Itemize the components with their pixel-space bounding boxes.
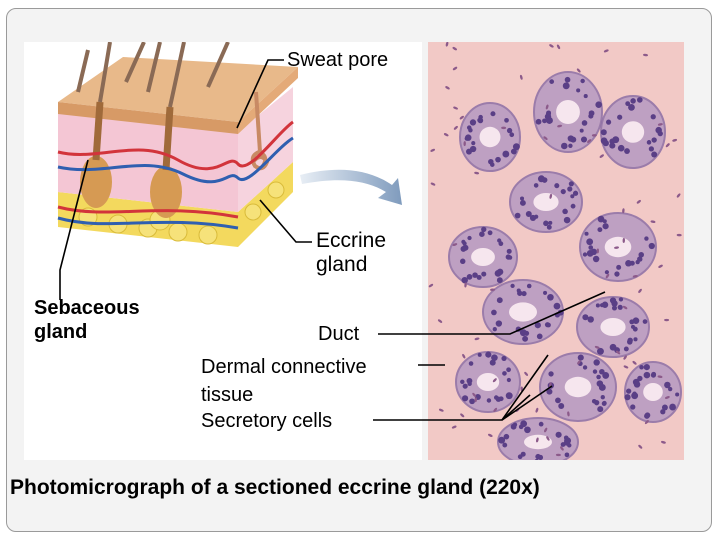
label-secretory-cells: Secretory cells bbox=[201, 410, 333, 432]
label-sebaceous-gland: Sebaceous gland bbox=[34, 297, 140, 343]
skin-illustration bbox=[48, 42, 300, 282]
micrograph bbox=[428, 42, 684, 460]
label-eccrine-gland: Eccrine gland bbox=[316, 229, 387, 276]
skin-block bbox=[57, 42, 298, 247]
label-sweat-pore: Sweat pore bbox=[287, 49, 389, 71]
label-dermal-connective-tissue: Dermal connective tissue bbox=[201, 356, 367, 406]
micrograph-image bbox=[428, 42, 682, 460]
callout-arrow bbox=[300, 169, 402, 205]
label-duct: Duct bbox=[318, 323, 360, 345]
figure-caption: Photomicrograph of a sectioned eccrine g… bbox=[10, 476, 540, 499]
